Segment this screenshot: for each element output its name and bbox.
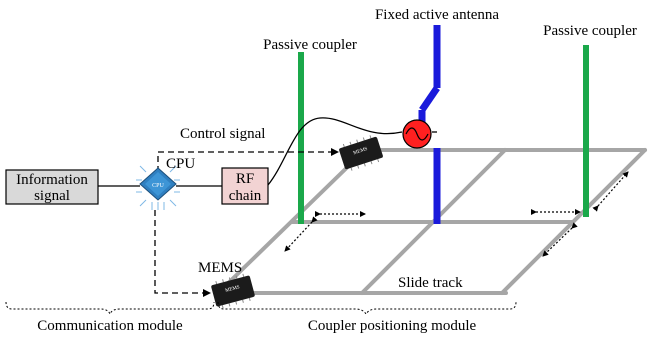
rf-chain-line1: RF: [236, 171, 254, 187]
passive-coupler-right-label: Passive coupler: [543, 23, 637, 39]
communication-module-label: Communication module: [37, 318, 183, 334]
movement-arrows: [284, 171, 629, 257]
cpu-chip-icon: CPU: [136, 165, 180, 210]
info-line2: signal: [34, 188, 70, 204]
move-arrow-diag-upper-right: [592, 171, 629, 212]
control-signal-lines: [154, 148, 339, 297]
passive-coupler-left-label: Passive coupler: [263, 37, 357, 53]
information-signal-box: Information signal: [5, 169, 99, 205]
fixed-antenna-label: Fixed active antenna: [375, 7, 499, 23]
coupler-positioning-module-label: Coupler positioning module: [308, 318, 477, 334]
control-signal-label: Control signal: [180, 126, 265, 142]
rf-chain-box: RF chain: [221, 167, 269, 205]
info-line1: Information: [16, 172, 88, 188]
passive-coupler-right-bar: [583, 45, 589, 217]
passive-coupler-left-bar: [298, 52, 304, 224]
communication-module-brace: [5, 301, 215, 316]
move-arrow-diag-left: [284, 216, 318, 252]
slide-track-grid: [216, 148, 647, 295]
cpu-chip-text: CPU: [152, 183, 164, 189]
rf-chain-line2: chain: [229, 188, 262, 204]
mems-chip-text-bottom: MEMS: [225, 285, 241, 294]
fixed-active-antenna: [418, 25, 441, 224]
mems-label: MEMS: [198, 260, 242, 276]
coupler-positioning-module-brace: [217, 301, 517, 315]
mems-chip-text-top: MEMS: [353, 147, 369, 156]
slide-track-label: Slide track: [398, 275, 463, 291]
cpu-label: CPU: [166, 156, 195, 172]
mems-chip-icon-top: MEMS: [339, 135, 383, 171]
ac-source-icon: [402, 119, 432, 149]
move-arrow-diag-lower-right: [542, 222, 578, 257]
mems-chip-icon-bottom: MEMS: [211, 273, 255, 309]
rf-feed-line: [267, 117, 403, 186]
